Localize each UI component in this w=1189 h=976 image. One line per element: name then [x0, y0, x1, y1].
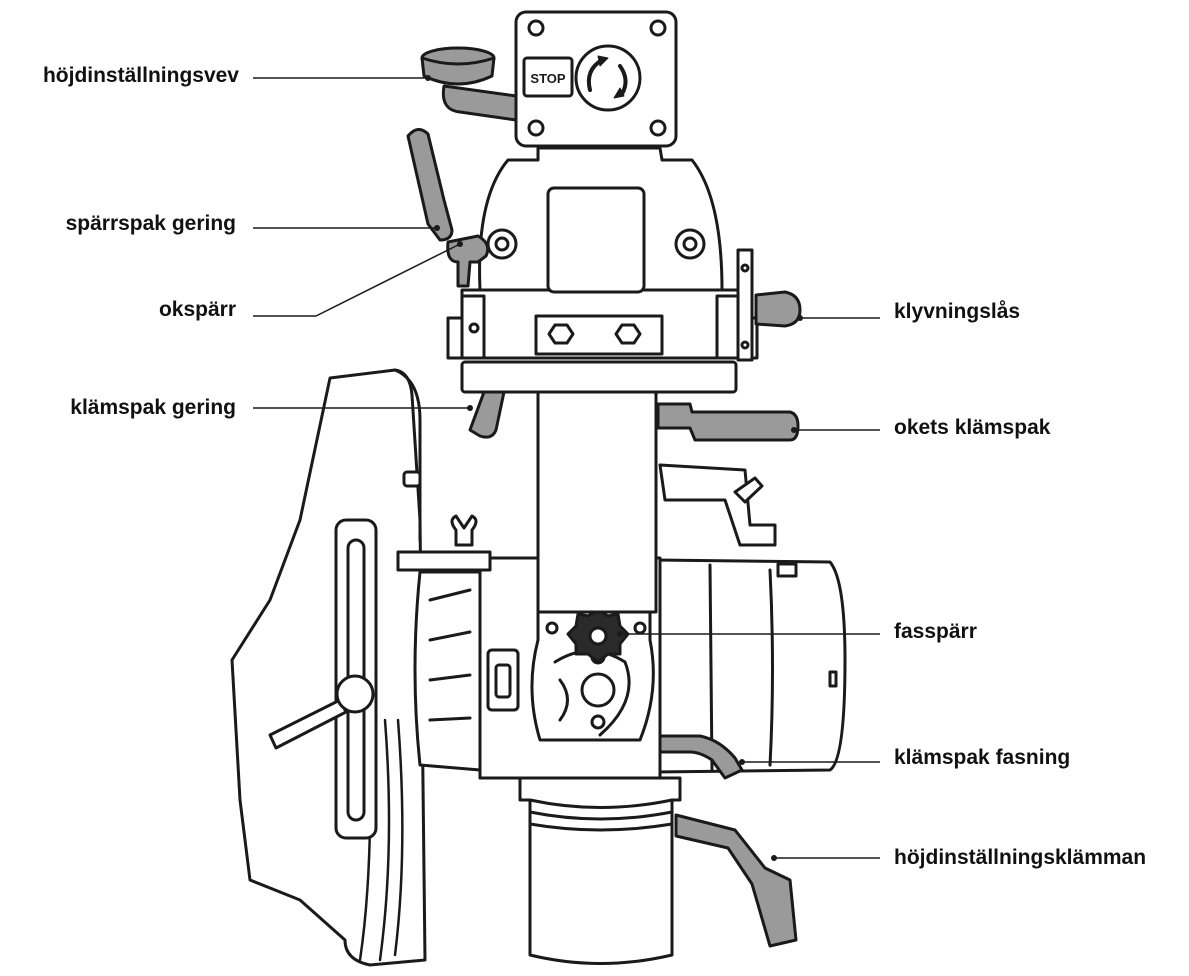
flange-rib: [428, 588, 472, 722]
guard-wing-nut: [450, 514, 478, 547]
label-klamspak-gering: klämspak gering: [70, 396, 236, 419]
head-pivot-right-inner: [682, 236, 698, 252]
rip-lock-knob: [754, 290, 802, 328]
bevel-hole-center: [580, 672, 616, 708]
label-hojdinstallningsvev: höjdinställningsvev: [42, 64, 239, 87]
leader-oksparr: [253, 243, 461, 317]
head-bolt-right: [614, 323, 642, 345]
bracket-wing-screw: [733, 476, 764, 504]
anti-kickback-knob: [335, 674, 375, 714]
miter-lock-lever: [406, 128, 454, 242]
motor-tab: [776, 562, 798, 578]
rip-lock-plate: [736, 248, 754, 362]
carriage-latch-inner: [494, 663, 512, 699]
motor-slot: [828, 670, 838, 688]
height-crank-knob: [420, 56, 496, 86]
column-lower: [518, 776, 682, 965]
yoke-lock: [446, 234, 490, 288]
label-oksparr: okspärr: [158, 298, 236, 321]
leader-dot-klyvningslas: [797, 315, 803, 321]
bevel-clamp-lever: [658, 734, 744, 780]
switch-screw-bl: [527, 119, 545, 137]
label-klyvningslas: klyvningslås: [894, 300, 1021, 323]
head-label-area: [546, 186, 646, 294]
bevel-screw-right: [633, 621, 647, 635]
stop-plate: [522, 56, 574, 98]
bevel-hole-bottom: [590, 714, 606, 730]
blade-guard: [230, 368, 427, 967]
yoke-clamp-lever: [656, 402, 800, 442]
switch-dial: [574, 44, 642, 112]
switch-screw-tr: [649, 19, 667, 37]
label-sparrspak-gering: spärrspak gering: [65, 212, 236, 235]
yoke-plate: [460, 360, 738, 394]
head-bolt-left: [547, 323, 575, 345]
motor-bracket: [658, 463, 777, 547]
leader-dot-klamspak-fasning: [739, 759, 745, 765]
miter-clamp-lever: [468, 390, 506, 439]
label-fassparr: fasspärr: [894, 620, 977, 643]
switch-screw-tl: [527, 19, 545, 37]
height-crank-arm: [441, 84, 518, 122]
bevel-lock-knob-center: [588, 626, 608, 646]
head-pivot-left-inner: [494, 236, 510, 252]
guard-clamp-bracket: [396, 550, 492, 572]
leader-dot-oksparr: [457, 241, 463, 247]
rip-lock-hole-bottom: [740, 340, 750, 350]
leader-dot-okets-klamspak: [791, 427, 797, 433]
guard-peg: [402, 470, 422, 488]
motor-housing: [653, 558, 847, 774]
carriage-flange: [413, 570, 482, 772]
anti-kickback-handle: [268, 698, 348, 750]
leader-dot-fassparr: [617, 631, 623, 637]
label-klamspak-fasning: klämspak fasning: [894, 746, 1071, 769]
blade-guard-rim: [393, 368, 422, 542]
label-okets-klamspak: okets klämspak: [894, 416, 1051, 439]
rip-lock-hole-top: [740, 263, 750, 273]
leader-dot-sparrspak-gering: [434, 225, 440, 231]
bevel-screw-left: [545, 621, 559, 635]
label-hojdinstallningsklamman: höjdinställningsklämman: [894, 846, 1147, 869]
motor-rib: [708, 563, 774, 772]
leader-dot-klamspak-gering: [467, 405, 473, 411]
bracket-screw: [468, 322, 480, 334]
switch-screw-br: [649, 119, 667, 137]
head-side-bracket-right: [715, 294, 741, 360]
leader-dot-hojdinstallningsklamman: [771, 855, 777, 861]
column-ring: [528, 798, 674, 832]
height-clamp-lever: [674, 813, 798, 948]
leader-dot-hojdinstallningsvev: [425, 75, 431, 81]
column-upper: [536, 390, 658, 614]
switch-dial-arrowheads: [597, 55, 625, 99]
stop-text: STOP: [530, 71, 565, 86]
